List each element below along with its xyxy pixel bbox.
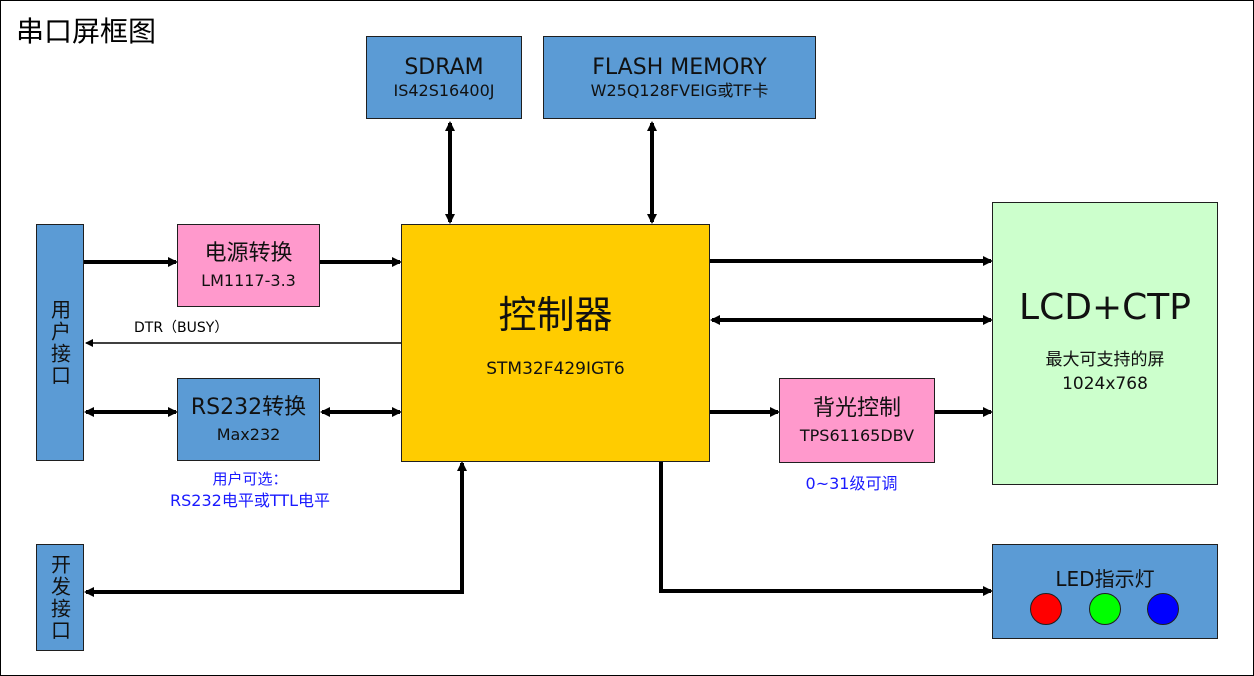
rs232-part: Max232 xyxy=(216,424,281,444)
flash-name: FLASH MEMORY xyxy=(592,54,767,80)
sdram-block: SDRAM IS42S16400J xyxy=(366,36,522,119)
controller-part: STM32F429IGT6 xyxy=(486,359,625,379)
rs232-block: RS232转换 Max232 xyxy=(177,378,320,461)
backlight-note: 0~31级可调 xyxy=(805,474,898,493)
dev-port-label: 开发接口 xyxy=(47,553,72,642)
rs232-note-line1: 用户可选： xyxy=(212,470,288,488)
controller-block: 控制器 STM32F429IGT6 xyxy=(401,224,710,462)
controller-name: 控制器 xyxy=(498,293,613,337)
led-green-indicator xyxy=(1089,593,1121,625)
flash-block: FLASH MEMORY W25Q128FVEIG或TF卡 xyxy=(543,36,816,119)
lcd-desc: 最大可支持的屏 xyxy=(1045,350,1165,370)
backlight-part: TPS61165DBV xyxy=(799,425,915,445)
led-panel-block: LED指示灯 xyxy=(992,544,1218,639)
dtr-label: DTR（BUSY） xyxy=(134,320,229,336)
wire-dev-controller xyxy=(84,461,467,597)
user-port-block: 用户接口 xyxy=(36,224,84,461)
power-part: LM1117-3.3 xyxy=(201,270,296,290)
user-port-label: 用户接口 xyxy=(47,298,72,387)
backlight-block: 背光控制 TPS61165DBV xyxy=(779,378,935,463)
led-panel-name: LED指示灯 xyxy=(1055,567,1155,591)
rs232-note-line2: RS232电平或TTL电平 xyxy=(170,491,330,510)
backlight-name: 背光控制 xyxy=(812,395,901,421)
diagram-title: 串口屏框图 xyxy=(16,15,157,48)
lcd-block: LCD+CTP 最大可支持的屏 1024x768 xyxy=(992,202,1218,485)
power-block: 电源转换 LM1117-3.3 xyxy=(177,224,320,307)
lcd-res: 1024x768 xyxy=(1062,374,1148,394)
led-red-indicator xyxy=(1030,593,1062,625)
rs232-name: RS232转换 xyxy=(190,394,307,420)
rs232-note: 用户可选： RS232电平或TTL电平 xyxy=(150,468,350,512)
wire-controller-led xyxy=(659,462,993,596)
led-blue-indicator xyxy=(1147,593,1179,625)
sdram-name: SDRAM xyxy=(404,54,484,80)
dev-port-block: 开发接口 xyxy=(36,544,84,651)
lcd-name: LCD+CTP xyxy=(1019,287,1191,328)
power-name: 电源转换 xyxy=(204,240,293,266)
sdram-part: IS42S16400J xyxy=(393,80,495,100)
flash-part: W25Q128FVEIG或TF卡 xyxy=(590,80,769,100)
